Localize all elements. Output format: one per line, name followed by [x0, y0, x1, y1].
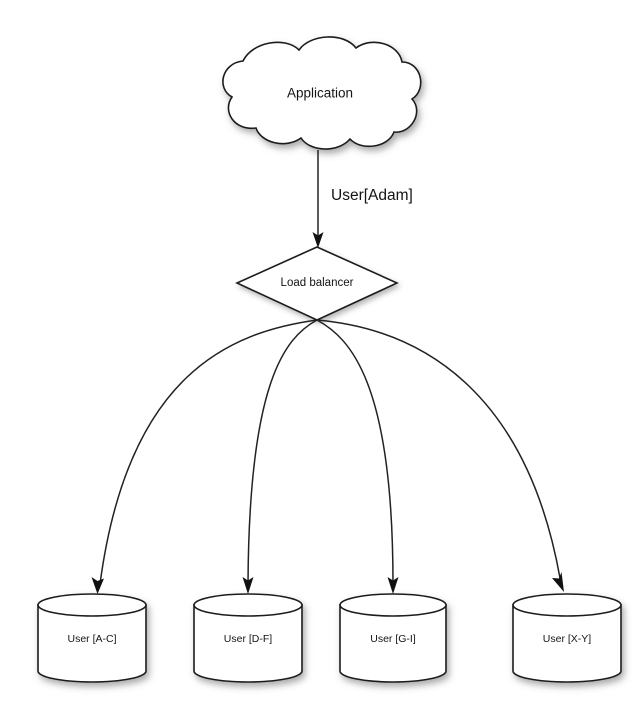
- cylinder-top-ellipse: [193, 593, 303, 617]
- arrow-head-icon: [91, 577, 104, 594]
- cylinder-body: [339, 604, 447, 683]
- database-label: User [A-C]: [67, 633, 116, 645]
- edge-balancer-to-db-d-f[interactable]: [242, 319, 318, 594]
- node-database-x-y[interactable]: User [X-Y]: [512, 593, 622, 683]
- cylinder-body: [193, 604, 303, 683]
- node-database-d-f[interactable]: User [D-F]: [193, 593, 303, 683]
- database-label: User [X-Y]: [543, 633, 592, 645]
- edge-label-user-adam: User[Adam]: [331, 187, 413, 204]
- cylinder-top-ellipse: [339, 593, 447, 617]
- database-label: User [G-I]: [370, 633, 416, 645]
- cylinder-body: [512, 604, 622, 683]
- node-application-cloud[interactable]: Application: [222, 36, 422, 150]
- edge-balancer-to-db-g-i[interactable]: [316, 319, 399, 594]
- cylinder-top-ellipse: [37, 593, 147, 617]
- edge-balancer-to-db-a-c[interactable]: [91, 319, 318, 594]
- database-label: User [D-F]: [224, 633, 272, 645]
- node-load-balancer-diamond[interactable]: Load balancer: [235, 246, 399, 321]
- edge-curve-db-d-f: [247, 319, 318, 585]
- arrow-head-icon: [312, 232, 324, 248]
- arrow-head-icon: [552, 572, 564, 592]
- cloud-shape: [222, 36, 422, 150]
- edge-application-to-balancer[interactable]: User[Adam]: [312, 150, 413, 248]
- edge-balancer-to-db-x-y[interactable]: [316, 319, 564, 592]
- cylinder-top-ellipse: [512, 593, 622, 617]
- arrow-head-icon: [387, 577, 399, 594]
- cylinder-body: [37, 604, 147, 683]
- node-database-a-c[interactable]: User [A-C]: [37, 593, 147, 683]
- diamond-label: Load balancer: [281, 277, 354, 289]
- cloud-label: Application: [287, 86, 353, 101]
- edge-curve-db-g-i: [316, 319, 394, 585]
- edge-curve-db-a-c: [99, 319, 318, 585]
- arrow-head-icon: [242, 577, 254, 594]
- edge-curve-db-x-y: [316, 319, 561, 579]
- node-database-g-i[interactable]: User [G-I]: [339, 593, 447, 683]
